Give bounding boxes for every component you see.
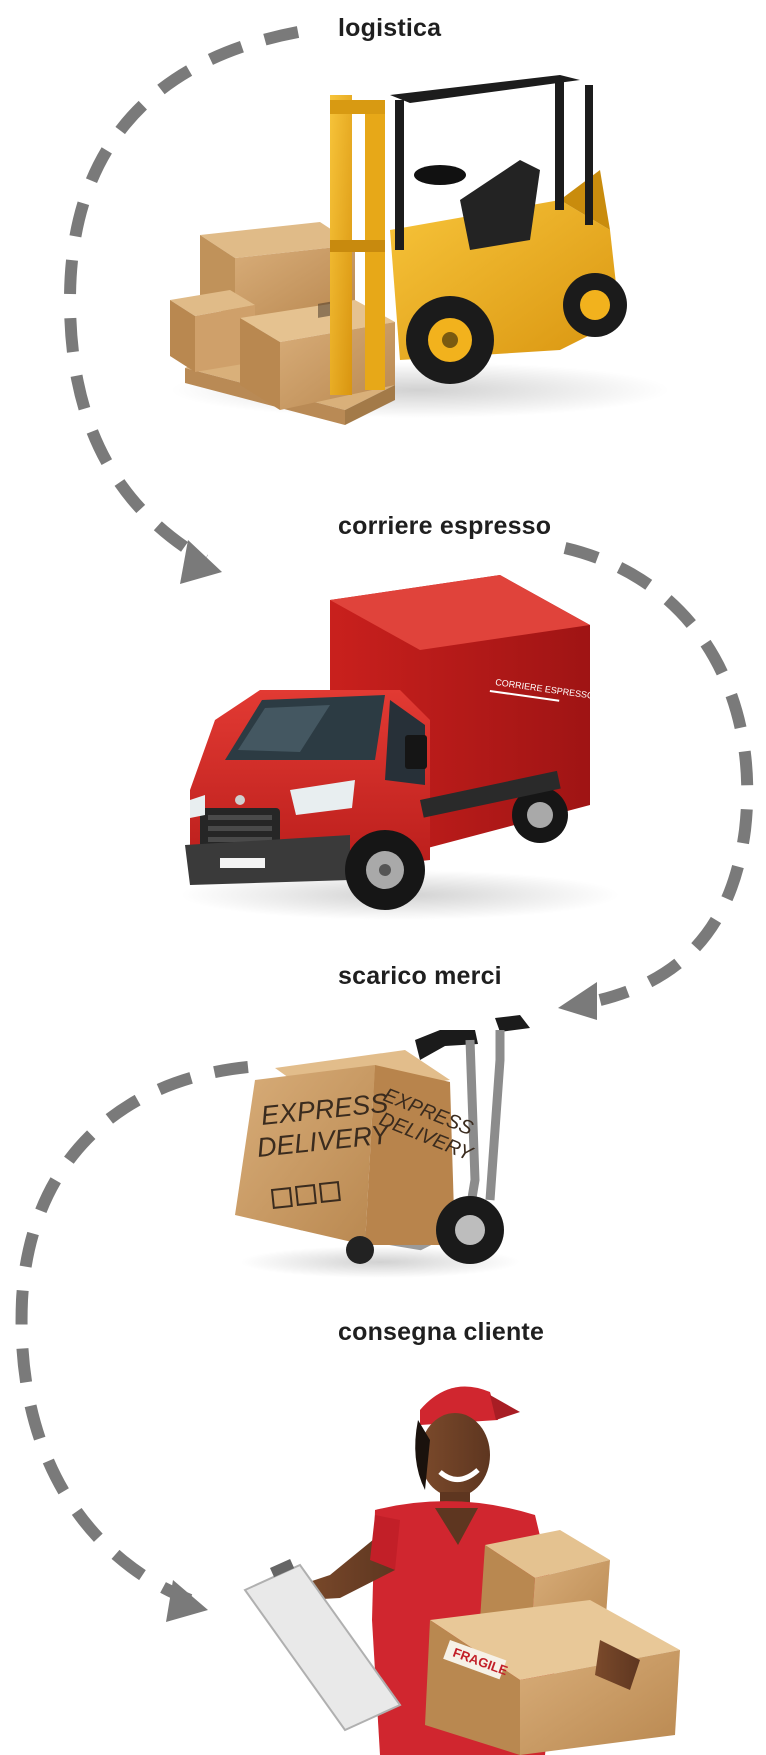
arrowhead-2 (558, 982, 597, 1020)
van-illustration: CORRIERE ESPRESSO (180, 575, 620, 920)
arrowhead-3 (166, 1580, 208, 1622)
forklift-illustration (170, 75, 670, 425)
courier-illustration: FRAGILE (245, 1386, 680, 1755)
arrow-path-2 (565, 548, 747, 1000)
arrow-path-3 (22, 1067, 248, 1600)
hand-truck-illustration: EXPRESS DELIVERY EXPRESS DELIVERY (235, 1015, 530, 1278)
arrowhead-1 (180, 540, 222, 584)
